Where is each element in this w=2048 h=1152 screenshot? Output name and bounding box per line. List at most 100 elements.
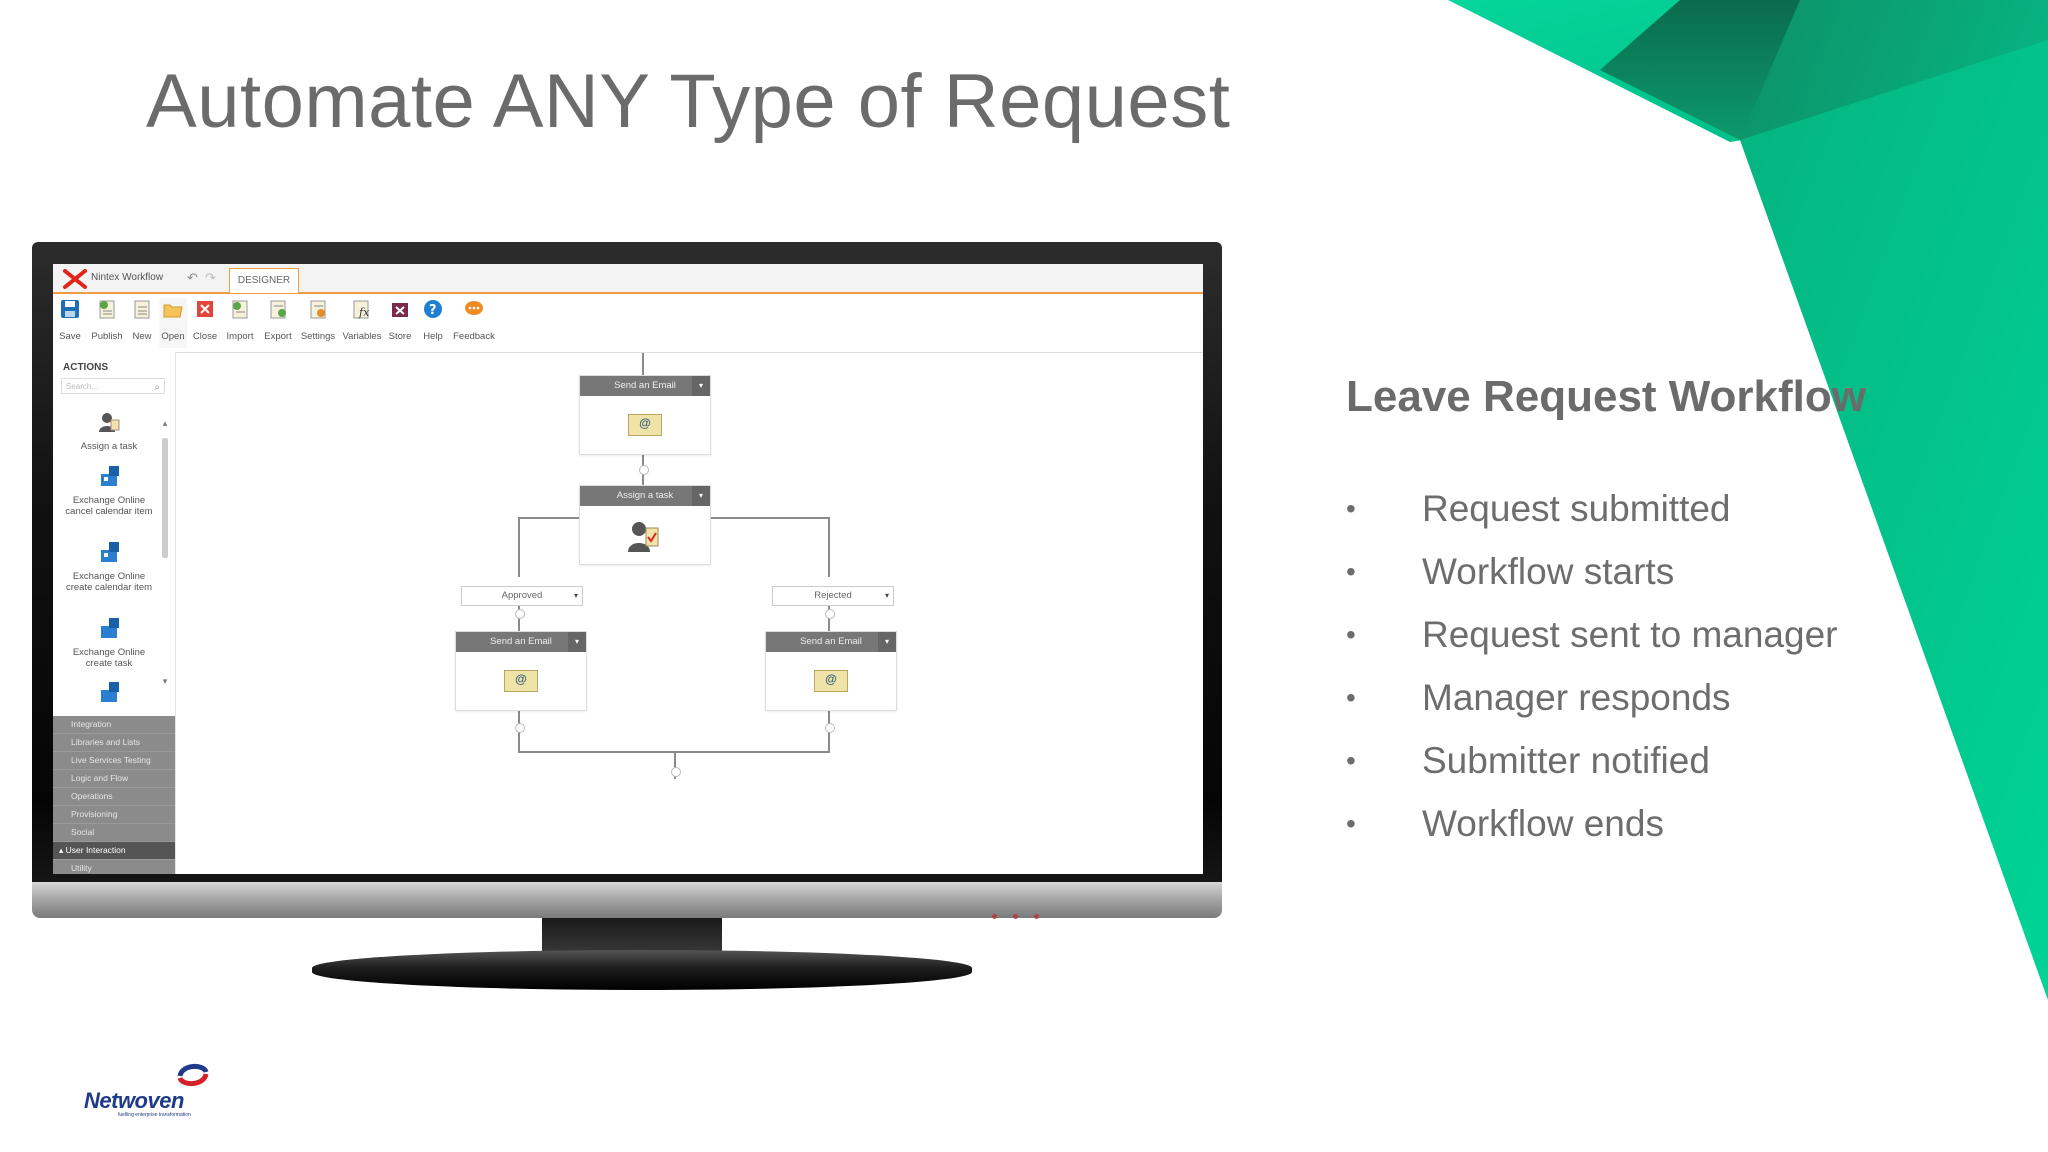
category-integration[interactable]: Integration xyxy=(53,716,175,734)
branch-label: Approved xyxy=(501,590,543,601)
node-send-email-left[interactable]: Send an Email ▾ xyxy=(455,631,587,711)
save-button[interactable]: Save xyxy=(57,298,83,348)
connector-node xyxy=(515,723,525,733)
workflow-canvas[interactable]: Send an Email ▾ Assign a task▾ Approved ▾ xyxy=(176,353,1203,874)
action-assign-task[interactable]: Assign a task xyxy=(59,410,159,452)
exchange-task-icon xyxy=(101,618,119,638)
person-task-icon xyxy=(628,522,659,552)
actions-heading: ACTIONS xyxy=(63,362,108,373)
close-icon xyxy=(197,301,213,317)
search-icon[interactable]: ⌕ xyxy=(154,382,160,393)
store-button[interactable]: Store xyxy=(385,298,415,348)
variables-icon: fx xyxy=(353,300,370,319)
node-menu-icon[interactable]: ▾ xyxy=(692,486,710,506)
branch-label: Rejected xyxy=(814,590,852,601)
feedback-icon xyxy=(465,301,483,315)
settings-icon xyxy=(310,300,326,319)
connector xyxy=(828,517,830,577)
store-icon xyxy=(392,303,408,317)
folder-open-icon xyxy=(163,304,183,318)
node-title: Send an Email xyxy=(614,380,676,391)
import-icon xyxy=(232,300,248,319)
branch-rejected[interactable]: Rejected ▾ xyxy=(772,586,894,606)
export-icon xyxy=(270,300,286,319)
node-menu-icon[interactable]: ▾ xyxy=(878,632,896,652)
category-user-interaction[interactable]: User Interaction xyxy=(53,842,175,860)
category-live-services[interactable]: Live Services Testing xyxy=(53,752,175,770)
svg-text:?: ? xyxy=(429,303,437,318)
action-partial[interactable] xyxy=(59,680,159,709)
branch-menu-icon[interactable]: ▾ xyxy=(884,591,889,600)
ribbon: Save Publish New Open Close xyxy=(53,294,1203,353)
close-button[interactable]: Close xyxy=(191,298,219,348)
list-item: •Workflow starts xyxy=(1346,551,1675,592)
exchange-calendar-icon xyxy=(101,542,119,562)
scroll-down-icon[interactable]: ▾ xyxy=(162,676,168,686)
workflow-steps: •Request submitted •Workflow starts •Req… xyxy=(1346,486,1946,864)
monitor-neck xyxy=(542,918,722,956)
help-icon: ? xyxy=(424,300,442,318)
connector xyxy=(642,353,644,375)
category-provisioning[interactable]: Provisioning xyxy=(53,806,175,824)
monitor-chin xyxy=(32,882,1222,918)
save-icon xyxy=(61,300,79,318)
exchange-icon xyxy=(101,682,119,702)
publish-icon xyxy=(99,300,115,319)
tab-designer[interactable]: DESIGNER xyxy=(229,268,299,293)
undo-icon[interactable]: ↶ xyxy=(187,270,198,285)
app-screen: Nintex Workflow ↶ ↷ DESIGNER Save Publis… xyxy=(53,264,1203,874)
list-item: •Submitter notified xyxy=(1346,740,1710,781)
list-item: •Request submitted xyxy=(1346,488,1731,529)
list-item: •Request sent to manager xyxy=(1346,614,1838,655)
action-exchange-create-calendar[interactable]: Exchange Online create calendar item xyxy=(59,540,159,593)
exchange-calendar-icon xyxy=(101,466,119,486)
connector xyxy=(708,517,830,519)
feedback-button[interactable]: Feedback xyxy=(451,298,497,348)
settings-button[interactable]: Settings xyxy=(299,298,337,348)
scroll-up-icon[interactable]: ▴ xyxy=(162,418,168,428)
email-icon xyxy=(814,670,848,692)
email-icon xyxy=(504,670,538,692)
category-libraries[interactable]: Libraries and Lists xyxy=(53,734,175,752)
slide-title: Automate ANY Type of Request xyxy=(146,59,1231,144)
export-button[interactable]: Export xyxy=(261,298,295,348)
category-logic-flow[interactable]: Logic and Flow xyxy=(53,770,175,788)
node-send-email-right[interactable]: Send an Email ▾ xyxy=(765,631,897,711)
netwoven-mark-icon xyxy=(177,1064,209,1086)
email-icon xyxy=(628,414,662,436)
open-button[interactable]: Open xyxy=(159,298,187,348)
actions-panel: ACTIONS Search... ⌕ Assign a task Exchan… xyxy=(53,352,176,874)
nintex-logo-icon xyxy=(63,269,87,289)
category-operations[interactable]: Operations xyxy=(53,788,175,806)
actions-search-input[interactable]: Search... ⌕ xyxy=(61,378,165,394)
node-title: Send an Email xyxy=(800,636,862,647)
connector-node xyxy=(825,723,835,733)
node-assign-task[interactable]: Assign a task▾ xyxy=(579,485,711,565)
scroll-thumb[interactable] xyxy=(162,438,168,558)
action-exchange-cancel-calendar[interactable]: Exchange Online cancel calendar item xyxy=(59,464,159,517)
node-menu-icon[interactable]: ▾ xyxy=(568,632,586,652)
connector-node xyxy=(639,465,649,475)
monitor-stand xyxy=(312,950,972,990)
node-title: Send an Email xyxy=(490,636,552,647)
node-send-email-top[interactable]: Send an Email ▾ xyxy=(579,375,711,455)
import-button[interactable]: Import xyxy=(223,298,257,348)
netwoven-logo: Netwoven fuelling enterprise transformat… xyxy=(84,1062,224,1124)
category-utility[interactable]: Utility xyxy=(53,860,175,874)
help-button[interactable]: ? Help xyxy=(419,298,447,348)
branch-approved[interactable]: Approved ▾ xyxy=(461,586,583,606)
redo-icon[interactable]: ↷ xyxy=(205,270,216,285)
app-topbar: Nintex Workflow ↶ ↷ DESIGNER xyxy=(53,264,1203,294)
action-exchange-create-task[interactable]: Exchange Online create task xyxy=(59,616,159,669)
variables-button[interactable]: fx Variables xyxy=(341,298,383,348)
actions-scrollbar[interactable]: ▴ ▾ xyxy=(161,418,169,688)
connector xyxy=(674,751,676,779)
category-social[interactable]: Social xyxy=(53,824,175,842)
new-button[interactable]: New xyxy=(129,298,155,348)
branch-menu-icon[interactable]: ▾ xyxy=(573,591,578,600)
publish-button[interactable]: Publish xyxy=(89,298,125,348)
search-placeholder: Search... xyxy=(66,382,99,391)
node-menu-icon[interactable]: ▾ xyxy=(692,376,710,396)
